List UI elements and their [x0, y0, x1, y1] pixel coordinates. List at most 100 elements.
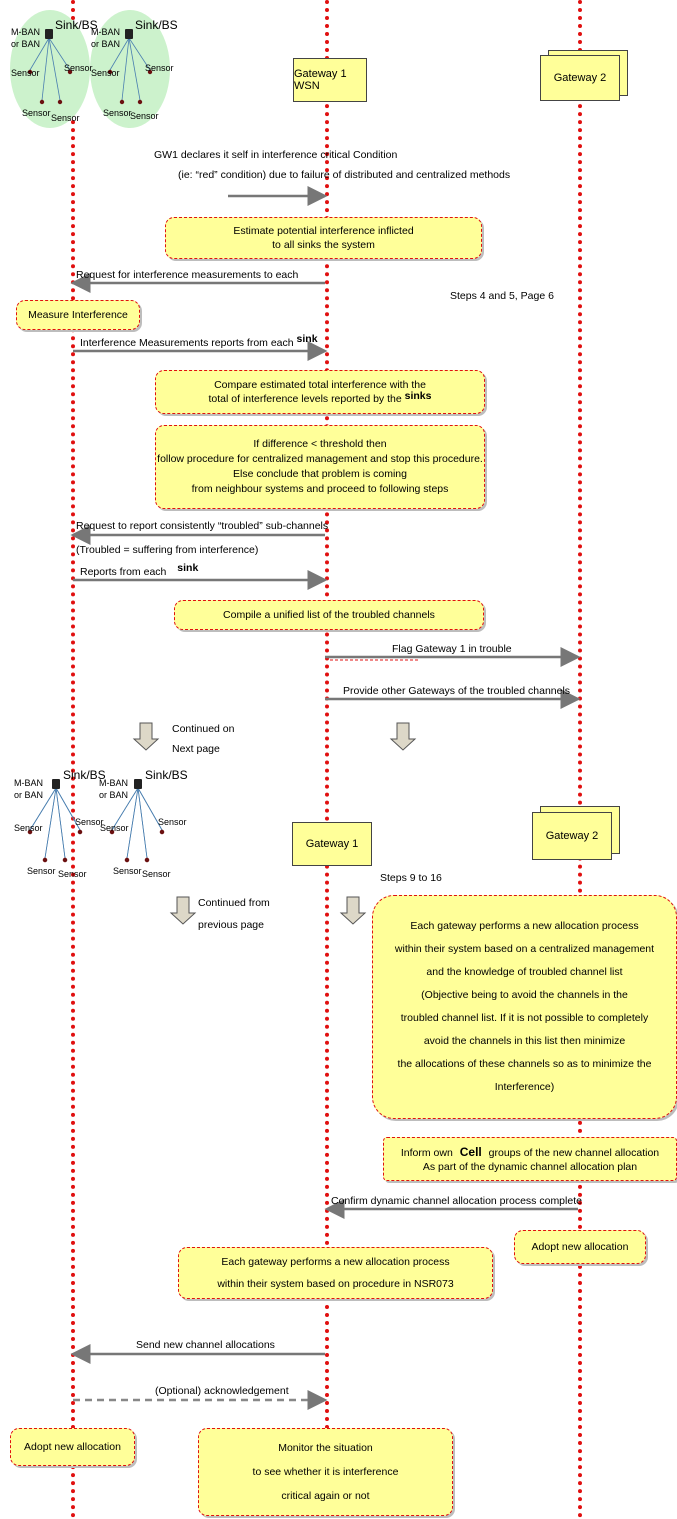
difference-threshold-box: If difference < threshold then follow pr… [155, 425, 485, 509]
allocation-process-box: Each gateway performs a new allocation p… [372, 895, 677, 1119]
continued-next-line2: Next page [172, 743, 220, 755]
request-troubled-text: Request to report consistently “troubled… [76, 520, 329, 532]
send-new-text: Send new channel allocations [136, 1339, 275, 1351]
gateway1-box: Gateway 1 WSN [293, 58, 367, 102]
adopt-allocation-gw2-box: Adopt new allocation [514, 1230, 646, 1264]
diff-line3: Else conclude that problem is coming [233, 468, 407, 480]
request-measurements-text: Request for interference measurements to… [76, 269, 299, 281]
each-line2: within their system based on procedure i… [217, 1278, 454, 1290]
sinks-word: sinks [404, 390, 432, 402]
confirm-complete-text: Confirm dynamic channel allocation proce… [331, 1195, 582, 1207]
continued-prev-line1: Continued from [198, 897, 270, 909]
mban-label: M-BAN or BAN [99, 778, 129, 800]
cell-word: Cell [459, 1144, 482, 1159]
inform-cell-groups-box: Inform own Cell groups of the new channe… [383, 1137, 677, 1181]
sensor-label: Sensor [14, 823, 43, 833]
gateway2-box: Gateway 2 [540, 55, 620, 101]
each-gateway-nsr073-box: Each gateway performs a new allocation p… [178, 1247, 493, 1299]
lifeline-gateway1 [325, 0, 329, 1519]
alloc-line: troubled channel list. If it is not poss… [400, 1012, 649, 1024]
steps916-text: Steps 9 to 16 [380, 872, 442, 884]
diff-line2: follow procedure for centralized managem… [157, 453, 483, 465]
lifeline-gateway2 [578, 0, 582, 1519]
reports-each-text: Reports from each sink [80, 562, 198, 579]
sensor-label: Sensor [103, 108, 132, 118]
down-block-arrow-3 [169, 896, 197, 925]
red-condition-text: (ie: “red” condition) due to failure of … [178, 169, 511, 181]
compile-list-box: Compile a unified list of the troubled c… [174, 600, 484, 630]
gateway1-box: Gateway 1 [292, 822, 372, 866]
sensor-label: Sensor [130, 111, 159, 121]
provide-gateways-text: Provide other Gateways of the troubled c… [343, 685, 571, 697]
reports-each-label: Reports from each [80, 566, 167, 578]
estimate-interference-box: Estimate potential interference inflicte… [165, 217, 482, 259]
inform-label-a: Inform own [400, 1146, 453, 1159]
compare-box: Compare estimated total interference wit… [155, 370, 485, 414]
measure-label: Measure Interference [28, 309, 128, 321]
sensor-label: Sensor [145, 63, 174, 73]
sensor-label: Sensor [158, 817, 187, 827]
continued-next-line1: Continued on [172, 723, 235, 735]
monitor-situation-box: Monitor the situation to see whether it … [198, 1428, 453, 1516]
adopt-ban-label: Adopt new allocation [24, 1441, 121, 1453]
steps45-text: Steps 4 and 5, Page 6 [450, 290, 554, 302]
sink-label: Sink/BS [135, 18, 178, 32]
each-line1: Each gateway performs a new allocation p… [221, 1256, 450, 1268]
diff-line4: from neighbour systems and proceed to fo… [191, 483, 449, 495]
down-block-arrow-2 [389, 722, 417, 751]
sensor-label: Sensor [64, 63, 93, 73]
sensor-label: Sensor [142, 869, 171, 879]
compare-line2: total of interference levels reported by… [208, 390, 432, 406]
adopt-allocation-ban-box: Adopt new allocation [10, 1428, 135, 1466]
alloc-line: (Objective being to avoid the channels i… [421, 989, 628, 1001]
gw1-declares-text: GW1 declares it self in interference cri… [154, 149, 398, 161]
measurement-reports-text: Interference Measurements reports from e… [80, 333, 318, 350]
alloc-line: and the knowledge of troubled channel li… [426, 966, 623, 978]
sink-label: Sink/BS [55, 18, 98, 32]
sensor-label: Sensor [51, 113, 80, 123]
inform-line2: As part of the dynamic channel allocatio… [422, 1160, 638, 1173]
compare-line1: Compare estimated total interference wit… [214, 379, 426, 391]
alloc-line: Interference) [494, 1081, 555, 1093]
sensor-label: Sensor [113, 866, 142, 876]
compile-label: Compile a unified list of the troubled c… [223, 609, 435, 621]
alloc-line: within their system based on a centraliz… [394, 943, 655, 955]
monitor-line1: Monitor the situation [278, 1442, 373, 1454]
inform-label-b: groups of the new channel allocation [488, 1146, 660, 1159]
troubled-definition-text: (Troubled = suffering from interference) [76, 544, 259, 556]
sink-word: sink [296, 333, 318, 345]
estimate-line1: Estimate potential interference inflicte… [233, 225, 414, 237]
sink-label: Sink/BS [63, 768, 106, 782]
continued-prev-line2: previous page [198, 919, 264, 931]
sink-device-icons [45, 29, 142, 789]
measurement-reports-label: Interference Measurements reports from e… [80, 337, 294, 349]
sensor-label: Sensor [58, 869, 87, 879]
mban-label: M-BAN or BAN [11, 27, 41, 49]
monitor-line2: to see whether it is interference [252, 1466, 399, 1478]
alloc-line: avoid the channels in this list then min… [423, 1035, 626, 1047]
monitor-line3: critical again or not [281, 1490, 370, 1502]
lifeline-ban [71, 0, 75, 1519]
sensor-label: Sensor [27, 866, 56, 876]
sensor-label: Sensor [91, 68, 120, 78]
alloc-line: Each gateway performs a new allocation p… [410, 920, 639, 932]
compare-line2-text: total of interference levels reported by… [208, 393, 402, 405]
down-block-arrow-4 [339, 896, 367, 925]
sensor-label: Sensor [100, 823, 129, 833]
estimate-line2: to all sinks the system [272, 239, 375, 251]
mban-label: M-BAN or BAN [14, 778, 44, 800]
adopt-gw2-label: Adopt new allocation [531, 1241, 629, 1253]
ack-text: (Optional) acknowledgement [155, 1385, 289, 1397]
sink-word: sink [177, 562, 199, 574]
sink-label: Sink/BS [145, 768, 188, 782]
measure-interference-box: Measure Interference [16, 300, 140, 330]
diff-line1: If difference < threshold then [253, 438, 387, 450]
alloc-line: the allocations of these channels so as … [397, 1058, 652, 1070]
inform-line1: Inform own Cell groups of the new channe… [401, 1145, 659, 1160]
gateway2-box: Gateway 2 [532, 812, 612, 860]
mban-label: M-BAN or BAN [91, 27, 121, 49]
sensor-label: Sensor [11, 68, 40, 78]
sensor-label: Sensor [22, 108, 51, 118]
down-block-arrow-1 [132, 722, 160, 751]
